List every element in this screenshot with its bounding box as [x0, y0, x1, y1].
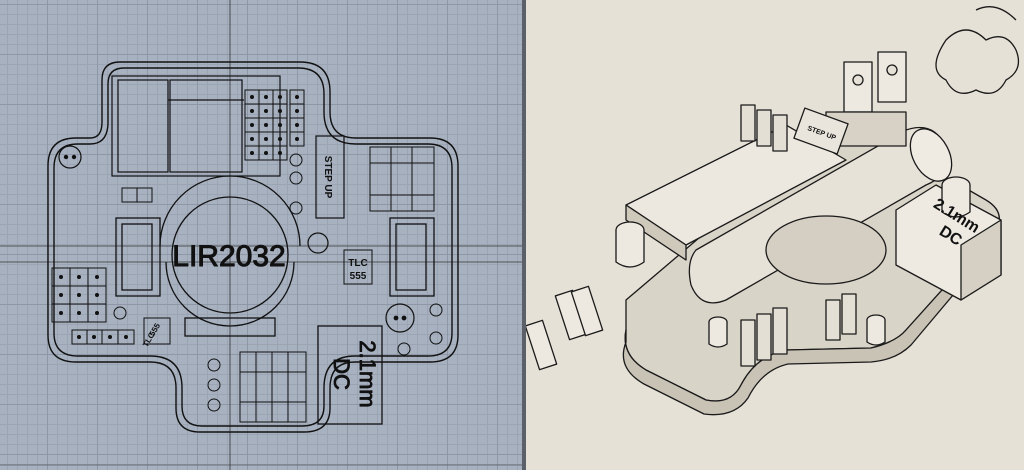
front-headers — [740, 104, 857, 367]
step-up-outline — [315, 135, 345, 219]
small-chip — [143, 317, 171, 345]
header-right — [369, 146, 435, 212]
top-viewport[interactable]: STEP UP LIR2032 — [0, 0, 522, 470]
battery-label: LIR2032 — [172, 240, 285, 273]
timer-chip — [343, 249, 373, 285]
step-up-label: STEP UP — [322, 156, 333, 199]
perspective-viewport[interactable]: 2.1mm DC STEP UP — [526, 0, 1024, 470]
small-capacitors — [113, 153, 443, 412]
pin-header-left-pins — [59, 275, 128, 339]
dc-jack-line2: DC — [329, 358, 354, 390]
viewport-divider[interactable] — [522, 0, 526, 470]
capacitors — [615, 176, 971, 348]
dc-jack-front — [960, 219, 1002, 301]
battery-holder — [115, 175, 435, 337]
regulator-tab-2 — [877, 51, 907, 103]
perspective-drawing: 2.1mm DC STEP UP — [526, 6, 1020, 416]
timer-chip-line2: 555 — [350, 271, 367, 282]
top-view-drawing: STEP UP LIR2032 — [0, 0, 522, 470]
background-object-2 — [975, 6, 1017, 21]
two-pin-header — [121, 187, 153, 203]
module-top-left — [111, 75, 281, 177]
timer-chip-line1: TLC — [348, 258, 367, 269]
mounting-holes — [58, 145, 415, 333]
board-outline — [47, 61, 459, 433]
header-bottom — [239, 351, 307, 423]
step-up-chip — [793, 107, 849, 155]
pin-header-top — [244, 89, 305, 161]
step-up-module-side — [625, 204, 687, 261]
dc-jack-line1: 2.1mm — [355, 340, 380, 407]
background-object — [935, 29, 1020, 94]
dc-jack-outline — [317, 325, 383, 425]
loose-jumpers — [526, 285, 604, 371]
coin-cell — [765, 215, 887, 285]
pin-header-top-pins — [250, 95, 299, 155]
construction-lines — [0, 0, 522, 470]
battery-end — [909, 128, 953, 182]
pin-header-left — [51, 267, 135, 345]
regulator-tab-1 — [843, 61, 873, 113]
